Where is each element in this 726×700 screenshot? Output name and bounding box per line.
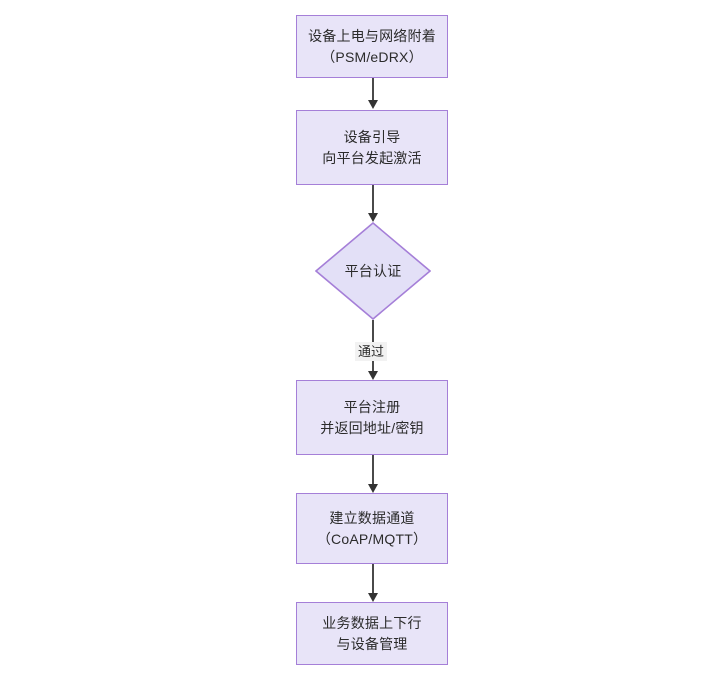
node-text-line: 并返回地址/密钥 [320, 419, 424, 436]
connector-n5-n6 [368, 564, 378, 602]
node-text-line: 设备上电与网络附着 [308, 27, 436, 44]
node-device-power-on[interactable]: 设备上电与网络附着 （PSM/eDRX） [296, 15, 448, 78]
node-platform-authentication[interactable]: 平台认证 [315, 222, 431, 320]
node-text-line: 与设备管理 [336, 635, 408, 652]
node-establish-data-channel[interactable]: 建立数据通道 （CoAP/MQTT） [296, 493, 448, 564]
node-device-bootstrap[interactable]: 设备引导 向平台发起激活 [296, 110, 448, 185]
diamond-shape-icon [315, 222, 431, 320]
connector-n1-n2 [368, 78, 378, 109]
node-text-line: （PSM/eDRX） [321, 48, 423, 65]
arrowhead-icon [368, 100, 378, 109]
node-text-line: 业务数据上下行 [322, 614, 422, 631]
node-text-line: 设备引导 [343, 128, 401, 145]
connector-n2-n3 [368, 185, 378, 222]
connector-n4-n5 [368, 455, 378, 493]
node-business-data-and-device-management[interactable]: 业务数据上下行 与设备管理 [296, 602, 448, 665]
arrowhead-icon [368, 213, 378, 222]
node-platform-registration[interactable]: 平台注册 并返回地址/密钥 [296, 380, 448, 455]
node-text-line: 向平台发起激活 [322, 149, 422, 166]
arrowhead-icon [368, 371, 378, 380]
node-text-line: 平台注册 [343, 398, 401, 415]
node-text-line: 平台认证 [344, 262, 402, 279]
edge-label-pass: 通过 [355, 342, 388, 361]
arrowhead-icon [368, 484, 378, 493]
node-text-line: （CoAP/MQTT） [316, 530, 428, 547]
node-text-line: 建立数据通道 [329, 509, 415, 526]
arrowhead-icon [368, 593, 378, 602]
